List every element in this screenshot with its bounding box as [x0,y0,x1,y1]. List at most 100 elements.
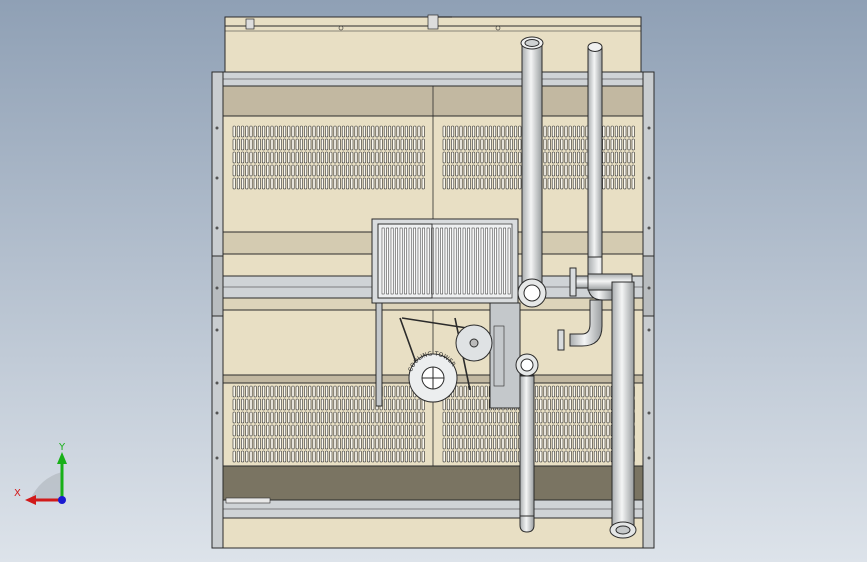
louver-slot [480,177,484,190]
louver-slot [274,411,278,424]
louver-slot [484,164,488,177]
louver-slot [367,385,371,398]
louver-slot [602,164,606,177]
louver-slot [602,411,606,424]
louver-slot [564,411,568,424]
louver-slot [341,450,345,463]
louver-slot [312,177,316,190]
louver-slot [316,138,320,151]
louver-slot [367,450,371,463]
louver-slot [514,151,518,164]
fan-assembly[interactable]: COOLING TOWER [371,218,521,409]
louver-slot [476,164,480,177]
louver-slot [320,164,324,177]
louver-slot [501,138,505,151]
grille-bar [458,227,461,295]
pipework[interactable] [515,36,637,539]
louver-slot [396,151,400,164]
louver-slot [304,398,308,411]
louver-slot [274,450,278,463]
louver-slot [547,151,551,164]
louver-slot [371,177,375,190]
louver-slot [509,424,513,437]
louver-slot [589,424,593,437]
grille-bar [395,227,398,295]
louver-slot [362,437,366,450]
louver-slot [329,411,333,424]
louver-slot [598,437,602,450]
louver-slot [341,164,345,177]
louver-slot [413,411,417,424]
louver-slot [367,125,371,138]
louver-slot [295,385,299,398]
louver-slot [236,411,240,424]
louver-slot [236,125,240,138]
louver-slot [362,450,366,463]
louver-slot [400,411,404,424]
louver-slot [446,398,450,411]
louver-slot [514,138,518,151]
louver-slot [245,177,249,190]
louver-slot [287,151,291,164]
louver-slot [560,151,564,164]
louver-slot [581,424,585,437]
louver-slot [245,450,249,463]
louver-slot [610,125,614,138]
louver-slot [577,177,581,190]
louver-slot [337,424,341,437]
louver-slot [278,125,282,138]
louver-slot [249,450,253,463]
louver-slot [501,437,505,450]
louver-slot [606,450,610,463]
louver-slot [606,151,610,164]
louver-slot [375,437,379,450]
louver-slot [606,437,610,450]
louver-slot [497,177,501,190]
louver-slot [409,177,413,190]
louver-slot [484,177,488,190]
louver-slot [341,138,345,151]
louver-slot [320,424,324,437]
louver-slot [392,411,396,424]
louver-slot [442,125,446,138]
louver-slot [551,385,555,398]
louver-slot [593,450,597,463]
louver-slot [291,437,295,450]
louver-slot [589,450,593,463]
louver-slot [518,125,522,138]
louver-slot [421,411,425,424]
louver-slot [236,450,240,463]
louver-slot [388,151,392,164]
louver-slot [614,151,618,164]
louver-slot [362,164,366,177]
louver-slot [304,385,308,398]
louver-slot [472,125,476,138]
louver-slot [341,437,345,450]
louver-slot [388,398,392,411]
louver-slot [480,138,484,151]
grille-bar [381,227,385,295]
louver-slot [463,125,467,138]
louver-slot [232,450,236,463]
louver-slot [623,151,627,164]
louver-slot [417,450,421,463]
louver-slot [446,177,450,190]
louver-slot [325,177,329,190]
louver-slot [266,177,270,190]
louver-slot [232,177,236,190]
louver-slot [358,437,362,450]
louver-slot [459,411,463,424]
louver-slot [606,398,610,411]
louver-slot [568,424,572,437]
louver-slot [572,138,576,151]
louver-slot [388,450,392,463]
cooling-tower-model[interactable]: COOLING TOWER [211,14,655,549]
louver-slot [514,177,518,190]
grille-bar [444,227,448,295]
louver-slot [421,164,425,177]
grille-bar [476,227,479,295]
louver-slot [514,424,518,437]
louver-slot [350,437,354,450]
